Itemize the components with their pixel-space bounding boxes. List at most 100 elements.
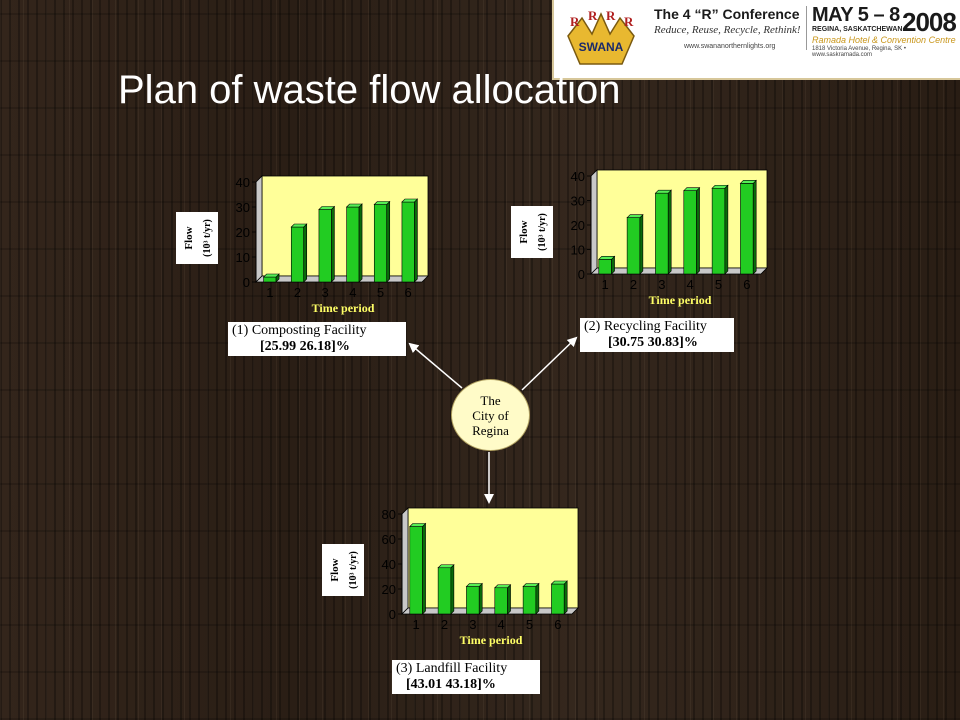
x-tick-label: 1	[266, 285, 273, 300]
bar	[522, 582, 540, 615]
x-tick-label: 2	[441, 617, 448, 632]
x-tick-label: 4	[498, 617, 505, 632]
y-tick-label: 0	[578, 267, 585, 282]
x-tick-label: 4	[349, 285, 356, 300]
x-tick-label: 1	[602, 277, 609, 292]
logo-text: SWANA	[579, 40, 624, 54]
plot-area	[596, 169, 768, 269]
composting-caption-title: (1) Composting Facility	[232, 323, 367, 338]
y-tick-label: 10	[236, 250, 250, 265]
x-tick-label: 3	[322, 285, 329, 300]
arrow-to-recycling	[521, 336, 578, 391]
y-tick-label: 20	[382, 582, 396, 597]
conference-address: 1818 Victoria Avenue, Regina, SK • www.s…	[812, 46, 906, 58]
bar	[626, 213, 644, 275]
y-axis-label-box	[322, 544, 364, 596]
plot-side-wall	[255, 175, 263, 283]
slide-title: Plan of waste flow allocation	[118, 68, 621, 112]
y-axis-label-unit: (10³ t/yr)	[348, 551, 359, 589]
y-tick-label: 80	[382, 507, 396, 522]
y-tick-label: 40	[571, 169, 585, 184]
composting-caption: (1) Composting Facility [25.99 26.18]%	[228, 322, 406, 356]
city-of-regina-node: The City of Regina	[451, 379, 530, 451]
bar	[345, 203, 363, 283]
bar	[401, 198, 419, 283]
bar	[318, 205, 336, 283]
conference-dates: MAY 5 – 8	[812, 4, 900, 26]
y-tick-label: 30	[571, 194, 585, 209]
conference-url[interactable]: www.swananorthernlights.org	[684, 43, 776, 50]
y-axis-label-flow: Flow	[518, 220, 530, 243]
y-axis-label-flow: Flow	[329, 558, 341, 581]
swana-logo-icon: R R R R SWANA	[567, 8, 635, 65]
y-tick-label: 0	[389, 607, 396, 622]
recycling-caption-range: [30.75 30.83]%	[608, 335, 698, 350]
bar	[711, 184, 729, 275]
svg-text:R: R	[606, 8, 616, 23]
recycling-caption-title: (2) Recycling Facility	[584, 319, 707, 334]
y-tick-label: 30	[236, 200, 250, 215]
bar	[654, 189, 672, 275]
conference-tagline: Reduce, Reuse, Recycle, Rethink!	[654, 24, 801, 36]
conference-venue: Ramada Hotel & Convention Centre	[812, 35, 956, 45]
x-tick-label: 6	[405, 285, 412, 300]
conference-city: REGINA, SASKATCHEWAN	[812, 26, 903, 33]
arrow-to-composting	[408, 342, 463, 389]
conference-year: 2008	[902, 7, 957, 37]
conference-title: The 4 “R” Conference	[654, 6, 800, 22]
plot-area	[407, 507, 579, 609]
plot-area	[261, 175, 429, 277]
x-tick-label: 5	[526, 617, 533, 632]
plot-side-wall	[590, 169, 598, 275]
bar	[494, 584, 512, 615]
composting-caption-range: [25.99 26.18]%	[260, 339, 350, 354]
x-axis-label: Time period	[312, 301, 375, 315]
bar	[290, 223, 308, 283]
landfill-caption-range: [43.01 43.18]%	[406, 677, 496, 692]
plot-side-wall	[401, 507, 409, 615]
x-tick-label: 2	[630, 277, 637, 292]
x-axis-label: Time period	[460, 633, 523, 647]
x-tick-label: 1	[413, 617, 420, 632]
bar	[739, 179, 757, 275]
bar	[465, 582, 483, 615]
y-tick-label: 40	[382, 557, 396, 572]
y-axis-label-box	[176, 212, 218, 264]
svg-text:R: R	[570, 14, 580, 29]
x-tick-label: 3	[658, 277, 665, 292]
bar	[598, 255, 616, 275]
y-tick-label: 20	[236, 225, 250, 240]
x-tick-label: 6	[554, 617, 561, 632]
x-axis-label: Time period	[649, 293, 712, 307]
x-tick-label: 5	[715, 277, 722, 292]
bar	[683, 186, 701, 275]
y-axis-label-flow: Flow	[183, 226, 195, 249]
city-of-regina-label: The City of Regina	[472, 392, 509, 438]
y-tick-label: 20	[571, 218, 585, 233]
bar	[550, 580, 568, 615]
y-axis-label-unit: (10³ t/yr)	[537, 213, 548, 251]
y-axis-label-box	[511, 206, 553, 258]
x-tick-label: 3	[469, 617, 476, 632]
svg-text:R: R	[624, 14, 634, 29]
landfill-caption: (3) Landfill Facility [43.01 43.18]%	[392, 660, 540, 694]
bar	[409, 522, 427, 615]
svg-text:R: R	[588, 8, 598, 23]
y-axis-label-unit: (10³ t/yr)	[202, 219, 213, 257]
conference-banner: R R R R SWANA The 4 “R” Conference Reduc…	[552, 0, 960, 80]
y-tick-label: 0	[243, 275, 250, 290]
landfill-caption-title: (3) Landfill Facility	[396, 661, 508, 676]
bar	[262, 273, 280, 283]
banner-divider	[806, 6, 807, 50]
x-tick-label: 5	[377, 285, 384, 300]
recycling-caption: (2) Recycling Facility [30.75 30.83]%	[580, 318, 734, 352]
x-tick-label: 4	[687, 277, 694, 292]
x-tick-label: 2	[294, 285, 301, 300]
x-tick-label: 6	[743, 277, 750, 292]
